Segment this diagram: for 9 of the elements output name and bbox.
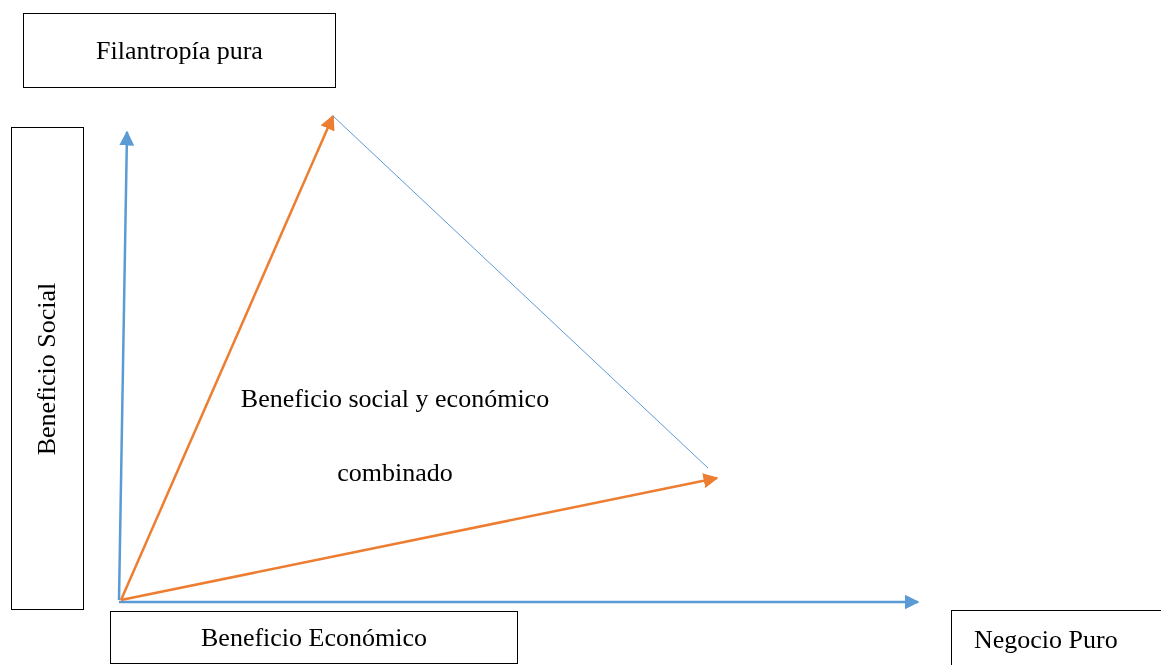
box-label: Beneficio Social bbox=[32, 282, 63, 455]
text-box bbox=[110, 611, 518, 664]
text-box bbox=[11, 127, 84, 610]
area-label: Beneficio social y económico combinado bbox=[239, 383, 551, 489]
box-label: Negocio Puro bbox=[974, 625, 1118, 655]
text-box bbox=[951, 610, 1161, 665]
text-box bbox=[23, 13, 336, 88]
box-label: Filantropía pura bbox=[96, 35, 263, 66]
box-label: Beneficio Económico bbox=[201, 622, 427, 653]
